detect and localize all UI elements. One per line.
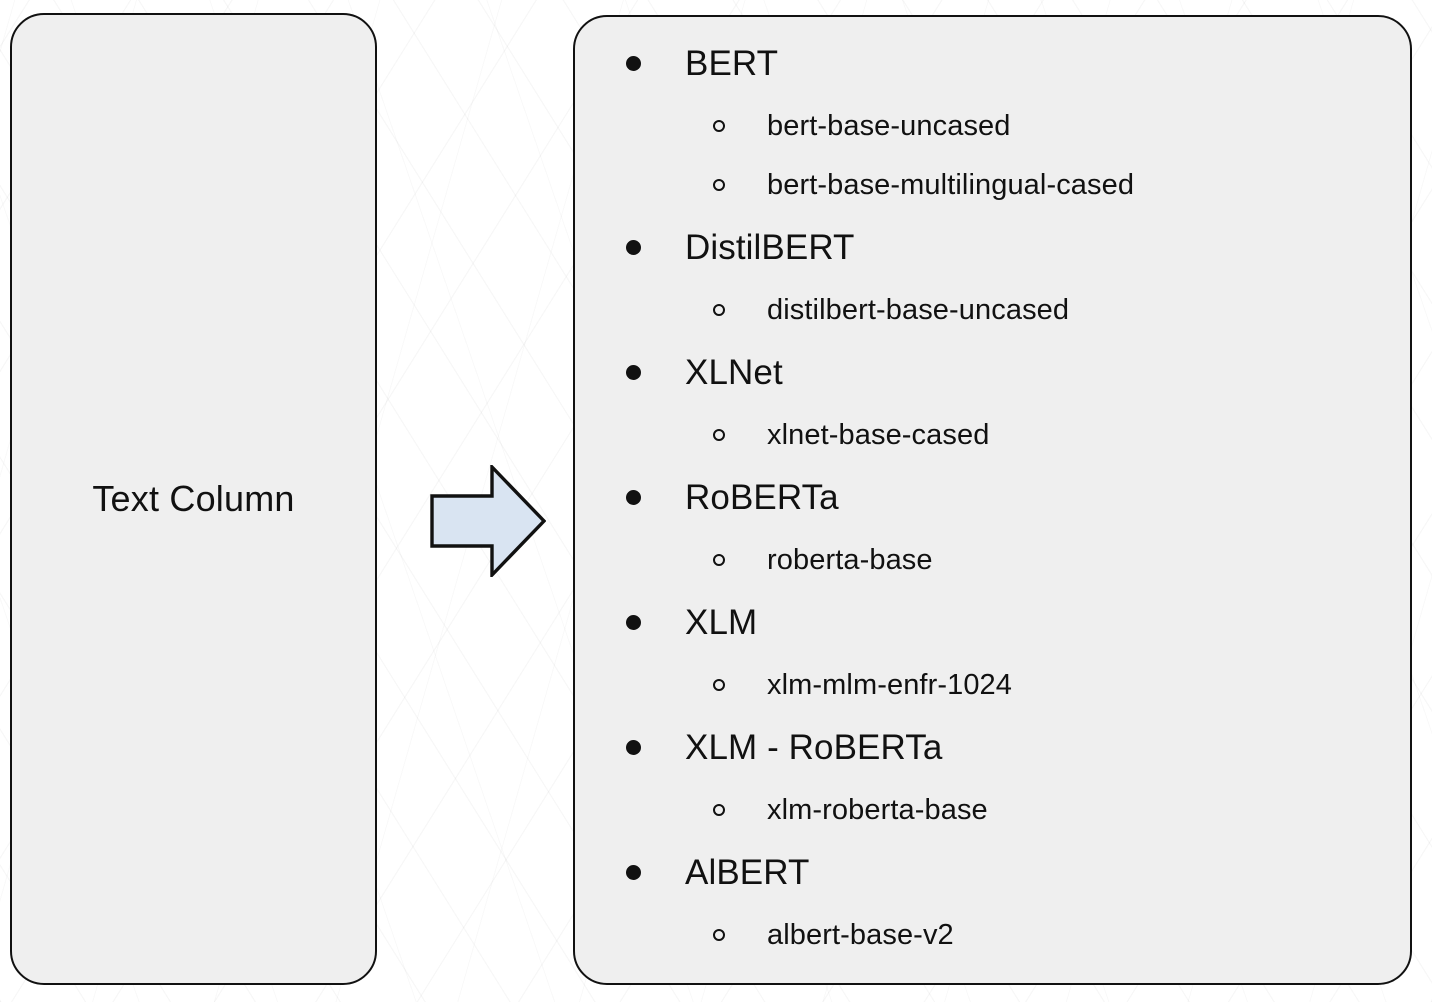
list-item-checkpoint[interactable]: xlm-mlm-enfr-1024 — [575, 656, 1410, 715]
bullet-disc-icon — [626, 365, 641, 380]
list-item-label: BERT — [685, 44, 779, 83]
bullet-circle-icon — [713, 929, 725, 941]
list-item-family[interactable]: XLM — [575, 590, 1410, 656]
models-list: BERT bert-base-uncased bert-base-multili… — [575, 17, 1410, 983]
models-list-box: BERT bert-base-uncased bert-base-multili… — [573, 15, 1412, 985]
list-item-label: albert-base-v2 — [767, 919, 954, 951]
list-item-label: XLM - RoBERTa — [685, 728, 943, 767]
list-item-label: bert-base-uncased — [767, 110, 1011, 142]
bullet-circle-icon — [713, 179, 725, 191]
list-item-label: DistilBERT — [685, 228, 855, 267]
bullet-circle-icon — [713, 679, 725, 691]
list-item-checkpoint[interactable]: distilbert-base-uncased — [575, 281, 1410, 340]
list-item-label: RoBERTa — [685, 478, 839, 517]
list-item-checkpoint[interactable]: albert-base-v2 — [575, 906, 1410, 965]
source-column-label: Text Column — [92, 478, 295, 519]
bullet-disc-icon — [626, 865, 641, 880]
bullet-disc-icon — [626, 740, 641, 755]
bullet-disc-icon — [626, 490, 641, 505]
list-item-label: CamemBERT — [685, 965, 901, 983]
list-item-family[interactable]: BERT — [575, 31, 1410, 97]
list-item-family[interactable]: CamemBERT — [575, 965, 1410, 983]
list-item-label: XLNet — [685, 353, 783, 392]
bullet-circle-icon — [713, 554, 725, 566]
right-arrow-icon — [430, 462, 547, 580]
list-item-family[interactable]: XLM - RoBERTa — [575, 715, 1410, 781]
list-item-checkpoint[interactable]: xlm-roberta-base — [575, 781, 1410, 840]
list-item-family[interactable]: AlBERT — [575, 840, 1410, 906]
bullet-disc-icon — [626, 240, 641, 255]
list-item-checkpoint[interactable]: roberta-base — [575, 531, 1410, 590]
list-item-checkpoint[interactable]: xlnet-base-cased — [575, 406, 1410, 465]
source-column-box: Text Column — [10, 13, 377, 985]
list-item-label: xlm-roberta-base — [767, 794, 988, 826]
bullet-circle-icon — [713, 429, 725, 441]
bullet-circle-icon — [713, 120, 725, 132]
list-item-label: distilbert-base-uncased — [767, 294, 1070, 326]
list-item-checkpoint[interactable]: bert-base-multilingual-cased — [575, 156, 1410, 215]
bullet-circle-icon — [713, 304, 725, 316]
list-item-label: xlnet-base-cased — [767, 419, 990, 451]
bullet-disc-icon — [626, 56, 641, 71]
list-item-label: roberta-base — [767, 544, 933, 576]
list-item-label: bert-base-multilingual-cased — [767, 169, 1135, 201]
bullet-circle-icon — [713, 804, 725, 816]
list-item-label: AlBERT — [685, 853, 810, 892]
bullet-disc-icon — [626, 615, 641, 630]
list-item-label: xlm-mlm-enfr-1024 — [767, 669, 1013, 701]
list-item-label: XLM — [685, 603, 758, 642]
list-item-family[interactable]: XLNet — [575, 340, 1410, 406]
list-item-checkpoint[interactable]: bert-base-uncased — [575, 97, 1410, 156]
list-item-family[interactable]: RoBERTa — [575, 465, 1410, 531]
list-item-family[interactable]: DistilBERT — [575, 215, 1410, 281]
